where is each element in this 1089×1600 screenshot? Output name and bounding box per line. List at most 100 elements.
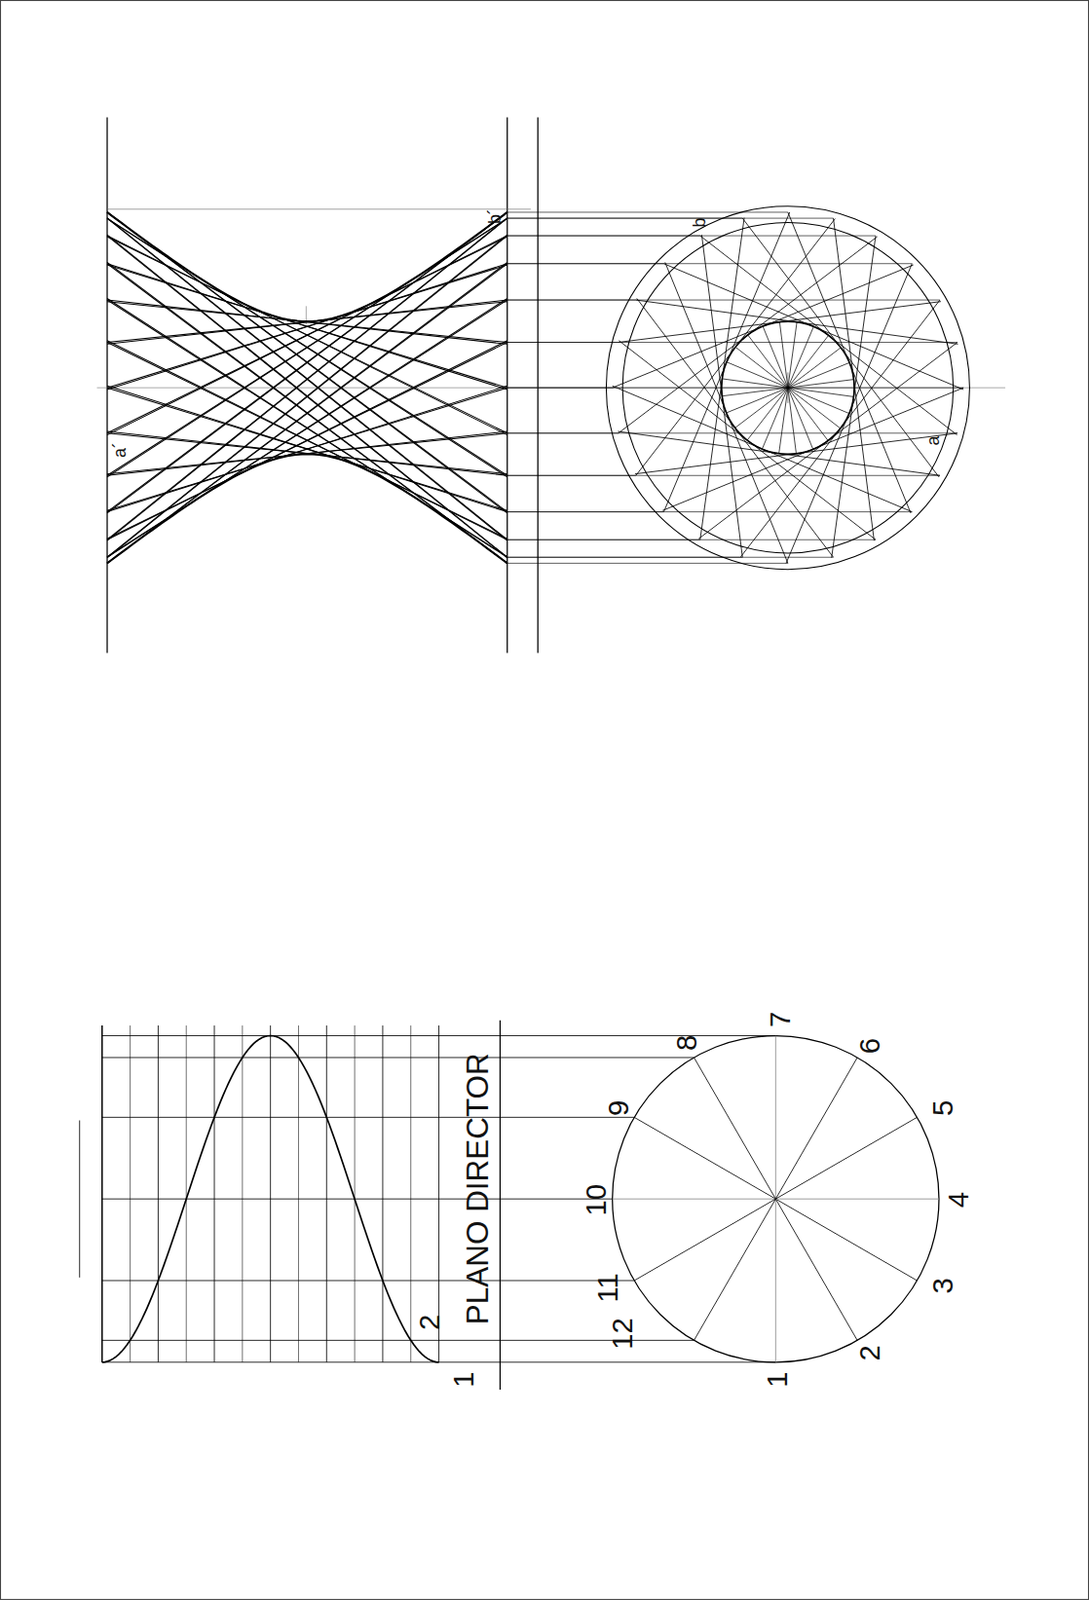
grid-line (129, 1025, 131, 1363)
projection-line (507, 475, 637, 477)
reference-line (107, 208, 531, 210)
generator-elevation (107, 263, 508, 390)
generator-elevation (107, 235, 508, 436)
generator-elevation (107, 235, 508, 436)
grid-line (186, 1025, 188, 1363)
generator-elevation (107, 218, 508, 541)
top-line (106, 116, 108, 653)
edge-line (101, 1025, 103, 1363)
grid-line (214, 1025, 216, 1363)
generator-plan (636, 219, 836, 477)
projection-line (102, 1199, 613, 1201)
projection-line (507, 511, 913, 513)
division-number: 4 (944, 1192, 974, 1208)
ground-line (506, 116, 508, 653)
generator-plan (663, 263, 964, 390)
radial-line (788, 387, 828, 441)
generator-elevation (107, 342, 508, 540)
generator-plan (618, 301, 941, 343)
generator-plan (788, 212, 911, 514)
grid-line (241, 1025, 243, 1363)
projection-line (102, 1117, 635, 1119)
projection-line (507, 475, 940, 477)
developed-curve (102, 1036, 440, 1363)
generator-plan (612, 264, 914, 388)
center-line (97, 387, 1007, 389)
division-number: 9 (604, 1100, 634, 1117)
generator-elevation (107, 218, 508, 541)
generator-elevation (107, 234, 508, 558)
projection-line (507, 432, 619, 434)
generator-plan (618, 340, 876, 541)
curve-point-number: 2 (414, 1314, 444, 1331)
projection-line (507, 211, 789, 213)
generator-elevation (107, 212, 508, 514)
grid-line (298, 1025, 300, 1363)
radial-line (779, 322, 789, 389)
radial-line (788, 387, 850, 414)
projection-line (507, 511, 665, 513)
plane-label: PLANO DIRECTOR (462, 1052, 493, 1325)
generator-plan (612, 385, 913, 512)
grid-line (410, 1025, 412, 1363)
division-number: 2 (856, 1345, 885, 1361)
radial-line (721, 387, 789, 397)
division-number: 11 (594, 1273, 623, 1303)
projection-line (507, 387, 964, 389)
generator-elevation (107, 235, 508, 559)
point-label: a (925, 436, 943, 447)
generator-plan (663, 212, 789, 513)
hyperbola-contour (107, 212, 508, 322)
grid-line (101, 1025, 103, 1363)
generator-elevation (107, 263, 508, 390)
ground-line (537, 116, 539, 653)
generator-plan (700, 218, 745, 541)
generator-elevation (107, 263, 508, 564)
projection-line (507, 341, 958, 343)
grid-line (326, 1025, 328, 1363)
generator-plan (742, 218, 939, 478)
projection-line (507, 557, 834, 559)
projection-line (507, 387, 613, 389)
division-number: 6 (856, 1038, 885, 1054)
generator-elevation (107, 263, 508, 564)
division-number: 12 (607, 1317, 637, 1351)
generator-elevation (107, 235, 508, 559)
projection-line (507, 235, 876, 237)
division-number: 8 (673, 1035, 702, 1052)
grid-line (381, 1025, 383, 1363)
division-number: 3 (928, 1277, 957, 1294)
projection-line (507, 539, 701, 541)
generator-plan (786, 263, 912, 564)
projection-line (102, 1056, 695, 1058)
ground-line (499, 1020, 501, 1390)
grid-line (438, 1025, 440, 1363)
division-number: 10 (582, 1184, 611, 1217)
generator-plan (700, 235, 958, 436)
grid-line (157, 1025, 159, 1363)
point-label: b´ (486, 208, 504, 225)
radial-line (788, 379, 855, 389)
generator-elevation (107, 218, 508, 541)
curve-point-number: 1 (450, 1371, 479, 1388)
generator-elevation (107, 218, 508, 541)
generator-elevation (107, 262, 508, 564)
division-number: 5 (928, 1100, 957, 1117)
generator-elevation (107, 262, 508, 564)
generator-elevation (107, 212, 508, 514)
projection-line (507, 300, 940, 301)
point-label: a´ (112, 442, 130, 458)
projection-line (507, 262, 913, 264)
projection-line (102, 1279, 635, 1281)
hyperbola-contour (107, 453, 508, 564)
projection-line (507, 563, 789, 564)
projection-line (507, 218, 834, 220)
generator-elevation (107, 342, 508, 540)
grid-line (354, 1025, 356, 1363)
division-number: 1 (763, 1371, 792, 1388)
division-number: 7 (766, 1012, 795, 1028)
generator-plan (740, 300, 940, 558)
